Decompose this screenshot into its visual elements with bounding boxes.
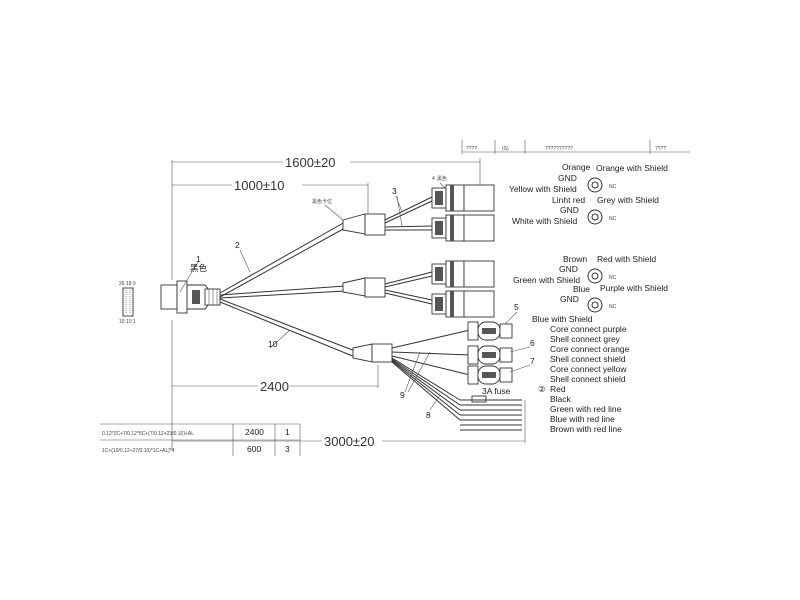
dim-overall: 1600±20 [285, 155, 336, 170]
bom-length: 2400 [245, 427, 264, 437]
fuse-label: 3A fuse [482, 386, 511, 396]
pinout-nc: NC [609, 216, 617, 222]
callout-4: 4 [432, 176, 435, 182]
pinout-top: Orange [562, 162, 591, 172]
bom-qty: 1 [285, 427, 290, 437]
pinout-4: Blue Purple with Shield GND Blue with Sh… [532, 283, 668, 324]
wire-note: Shell connect shield [550, 374, 626, 384]
splitter-lower: 9 8 [352, 329, 471, 421]
wire-note: Core connect purple [550, 324, 627, 334]
wire-notes: Core connect purple Shell connect grey C… [538, 324, 630, 434]
clip-note: 黑色卡位 [312, 198, 332, 205]
callout-2: 2 [235, 240, 240, 250]
pinout-right: Grey with Shield [597, 195, 659, 205]
power-wires: 3A fuse [460, 386, 522, 431]
pinout-gnd: GND [560, 294, 579, 304]
bom-spec: 1C+(10/0.12+27/0.10)*1C+AL]*4 [102, 448, 175, 454]
title-block: ???? (S) ?????????? ???? [461, 140, 690, 154]
main-connector: 1 黑色 [160, 254, 221, 314]
power-wire-label: Red [550, 384, 566, 394]
callout-4-note: 黑色 [437, 175, 447, 182]
pin-label-bottom: 19 10 1 [119, 319, 136, 325]
power-wire-label: Green with red line [550, 404, 622, 414]
pinout-gnd: GND [559, 264, 578, 274]
pinout-gnd: GND [558, 173, 577, 183]
pinout-2: Linht red Grey with Shield GND White wit… [512, 195, 659, 226]
power-wire-label: Brown with red line [550, 424, 622, 434]
callout-10: 10 [268, 339, 278, 349]
callout-9: 9 [400, 390, 405, 400]
title-cell-1: ???? [466, 146, 477, 152]
pinout-right: Orange with Shield [596, 163, 668, 173]
pinout-left: White with Shield [512, 216, 577, 226]
pinout-right: Purple with Shield [600, 283, 668, 293]
wire-note: Core connect orange [550, 344, 630, 354]
pin-face: 26 18 9 19 10 1 [119, 281, 136, 325]
pinout-nc: NC [609, 275, 617, 281]
wire-note: Core connect yellow [550, 364, 627, 374]
pinout-top: Blue [573, 284, 590, 294]
pinout-left: Yellow with Shield [509, 184, 577, 194]
pin-label-top: 26 18 9 [119, 281, 136, 287]
pinout-3: Brown Red with Shield GND Green with Shi… [513, 254, 656, 285]
bom-table: 0.12*2C+7/0.12*5C+(7/0.12+23/0.10)+AL 24… [100, 423, 301, 456]
splitter-upper: 黑色卡位 3 4 黑色 [312, 175, 463, 236]
title-cell-4: ???? [655, 146, 666, 152]
callout-8: 8 [426, 410, 431, 420]
callout-5: 5 [514, 302, 519, 312]
cables: 2 10 [219, 221, 356, 358]
bom-spec: 0.12*2C+7/0.12*5C+(7/0.12+23/0.10)+AL [102, 431, 194, 437]
pinout-gnd: GND [560, 205, 579, 215]
pinout-nc: NC [609, 304, 617, 310]
callout-1: 1 [196, 254, 201, 264]
splitter-middle [342, 271, 433, 305]
callout-7: 7 [530, 356, 535, 366]
dimensions: 1600±20 1000±10 2400 3000±20 [171, 155, 526, 450]
title-cell-3: ?????????? [545, 146, 573, 152]
pinout-nc: NC [609, 184, 617, 190]
wire-note: Shell connect shield [550, 354, 626, 364]
dim-branch: 2400 [260, 379, 289, 394]
pinout-left: Blue with Shield [532, 314, 593, 324]
power-wire-label: Black [550, 394, 572, 404]
pinout-1: Orange Orange with Shield GND Yellow wit… [509, 162, 668, 194]
wire-note: Shell connect grey [550, 334, 621, 344]
pinout-right: Red with Shield [597, 254, 656, 264]
pinout-top: Linht red [552, 195, 585, 205]
rca-connectors: 5 6 7 [467, 302, 535, 385]
bom-length: 600 [247, 444, 261, 454]
callout-6: 6 [530, 338, 535, 348]
dim-total: 3000±20 [324, 434, 375, 449]
bom-qty: 3 [285, 444, 290, 454]
dim-split: 1000±10 [234, 178, 285, 193]
title-cell-2: (S) [502, 146, 509, 152]
callout-1-note: 黑色 [190, 263, 208, 273]
power-wire-label: Blue with red line [550, 414, 615, 424]
power-marker: ② [538, 384, 546, 394]
pinout-top: Brown [563, 254, 587, 264]
camera-connectors [431, 184, 495, 318]
pinout-left: Green with Shield [513, 275, 580, 285]
callout-3: 3 [392, 186, 397, 196]
